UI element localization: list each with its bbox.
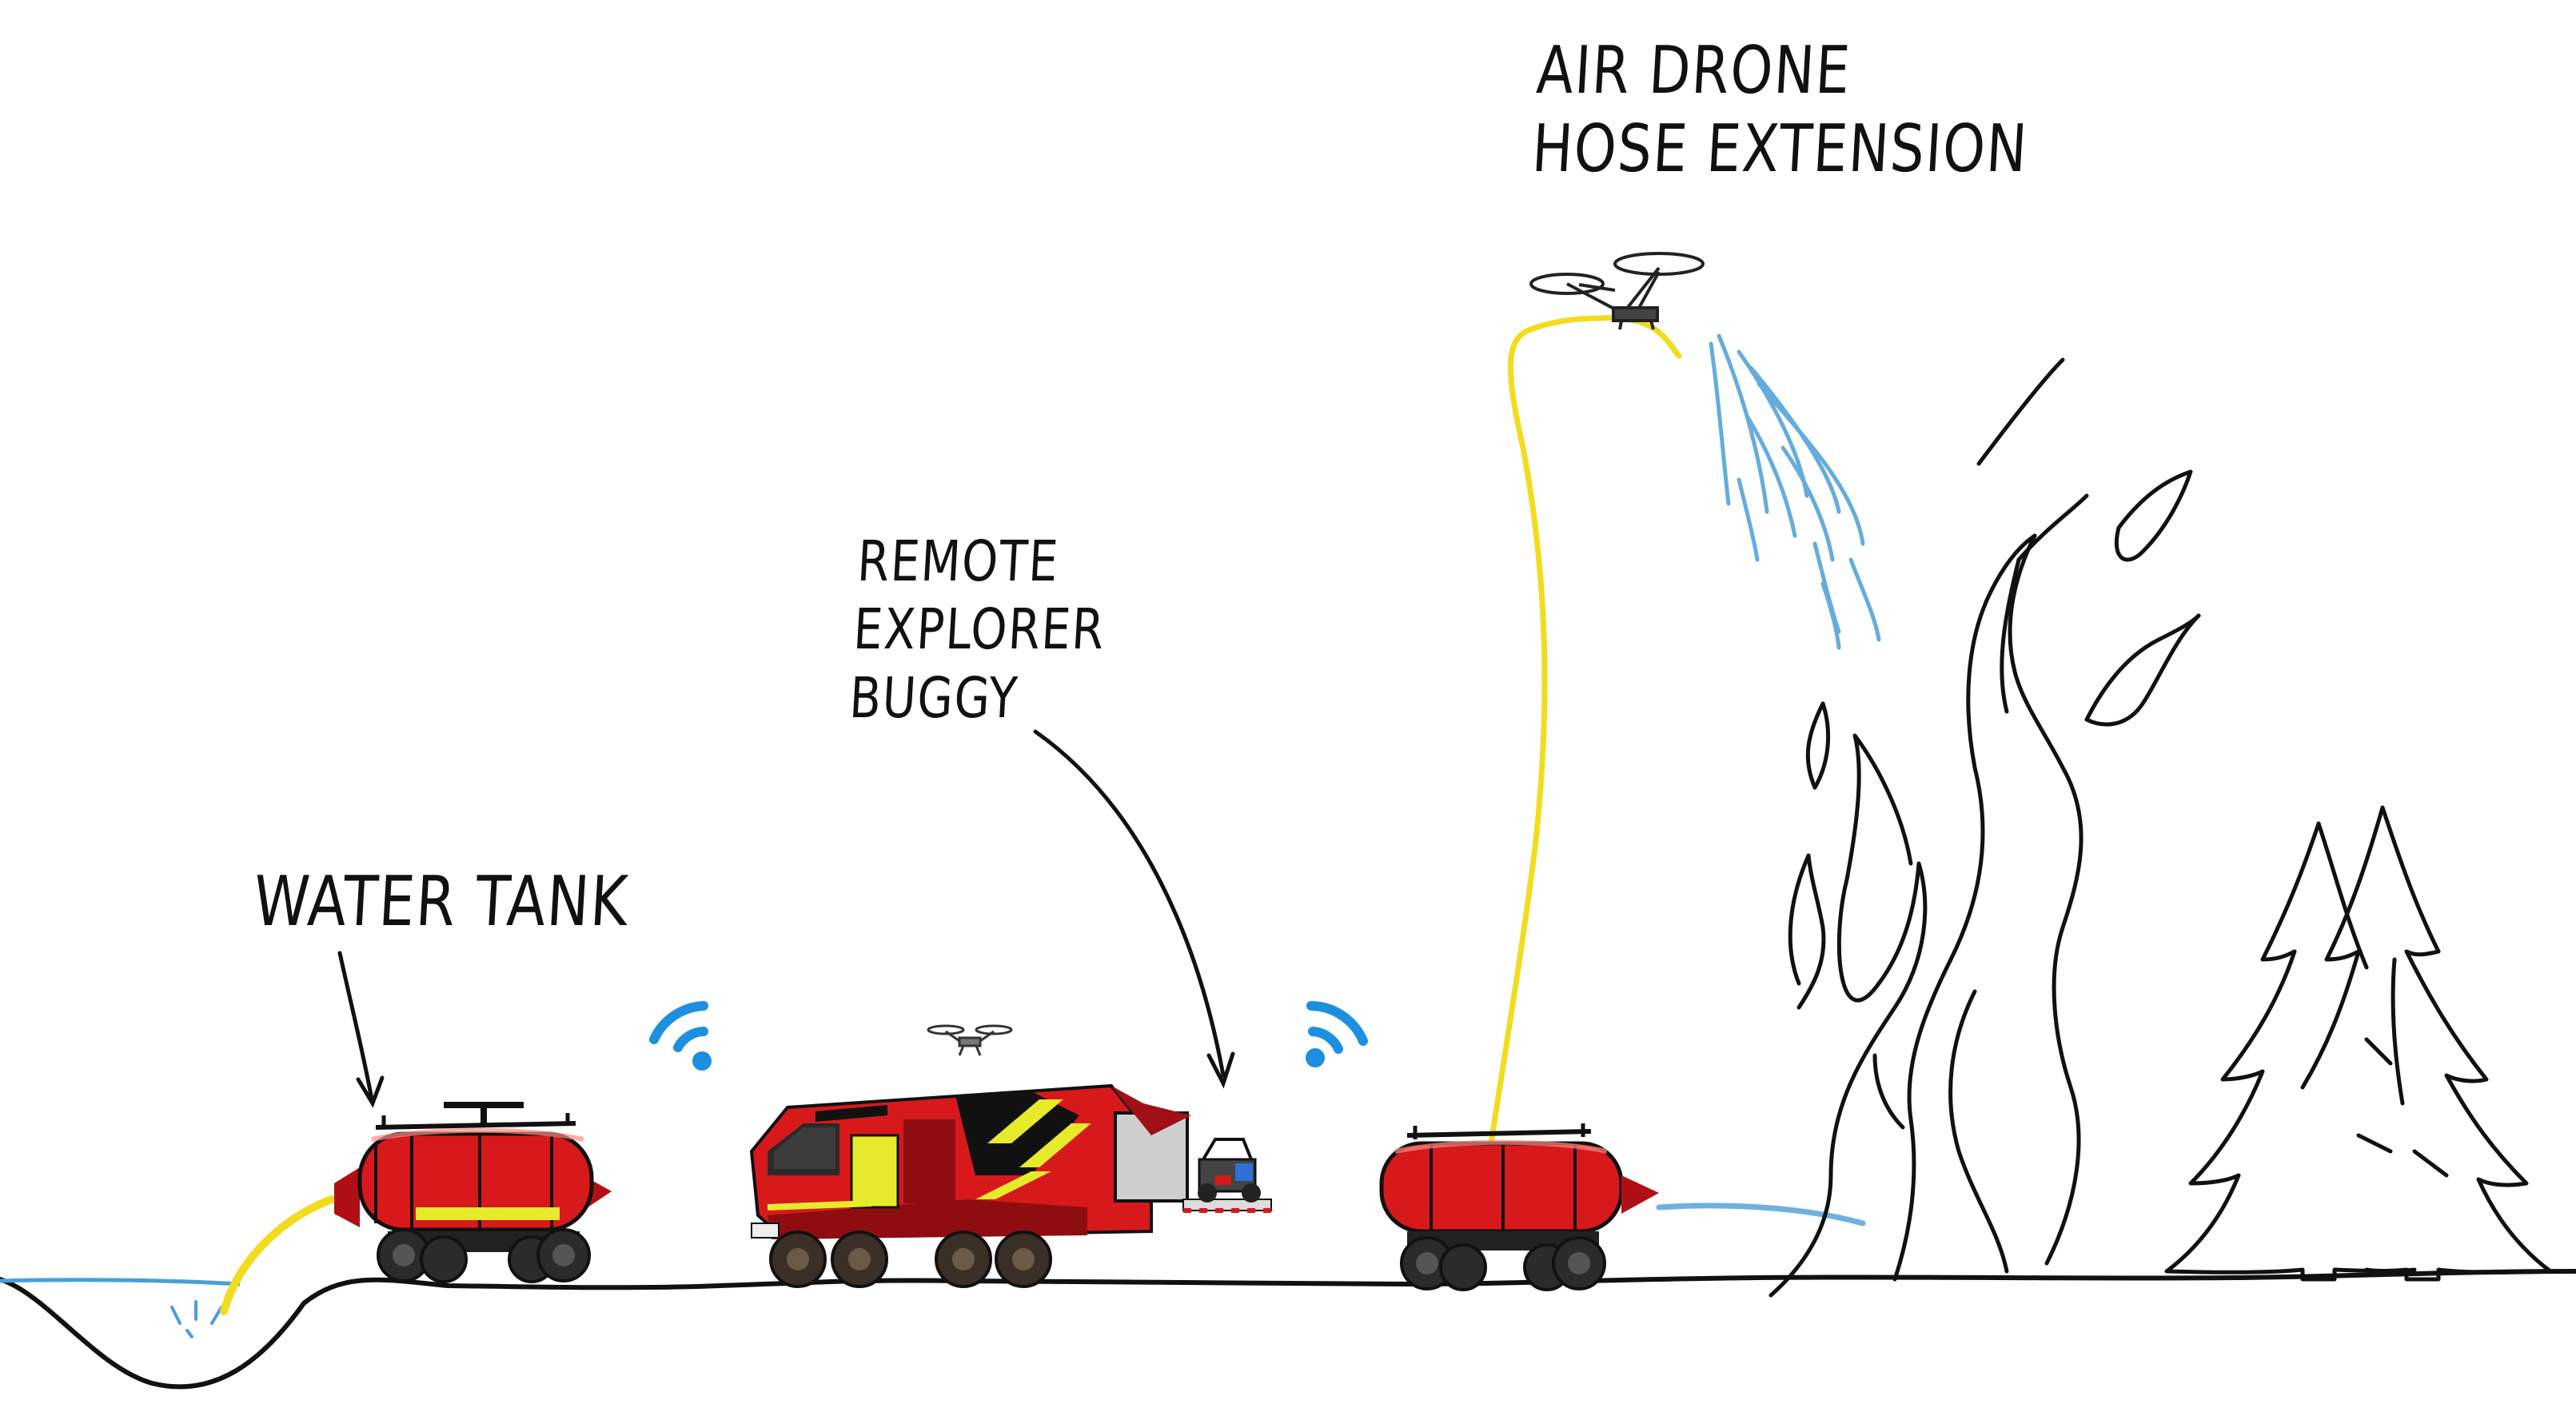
tire [420, 1235, 468, 1283]
water-tank-trailer [220, 1102, 612, 1315]
remote-buggy-arrow [1033, 729, 1235, 1089]
pine-tree-icon [2300, 805, 2553, 1282]
drone-water-spray [1709, 333, 1881, 650]
wifi-signal-icon [1306, 1001, 1368, 1067]
truck-wheels [769, 1231, 1052, 1288]
explorer-buggy [1198, 1138, 1261, 1203]
fire-icon [1769, 357, 2201, 1298]
drone-icon [1529, 252, 1705, 330]
water-pool [0, 1278, 241, 1286]
drone-icon [927, 1024, 1013, 1056]
fire-truck [749, 1083, 1272, 1288]
water-splash [170, 1300, 223, 1338]
wifi-signal-icon [649, 1001, 712, 1071]
ground-line [0, 1269, 2576, 1390]
valve-handle [444, 1102, 524, 1123]
water-intake-hose [220, 1195, 336, 1315]
drone-hose [1488, 315, 1682, 1147]
tire [1439, 1243, 1487, 1291]
ground-water-jet [1656, 1203, 1866, 1227]
water-tank-arrow [337, 951, 385, 1108]
hose-tank-trailer [1379, 1123, 1659, 1291]
